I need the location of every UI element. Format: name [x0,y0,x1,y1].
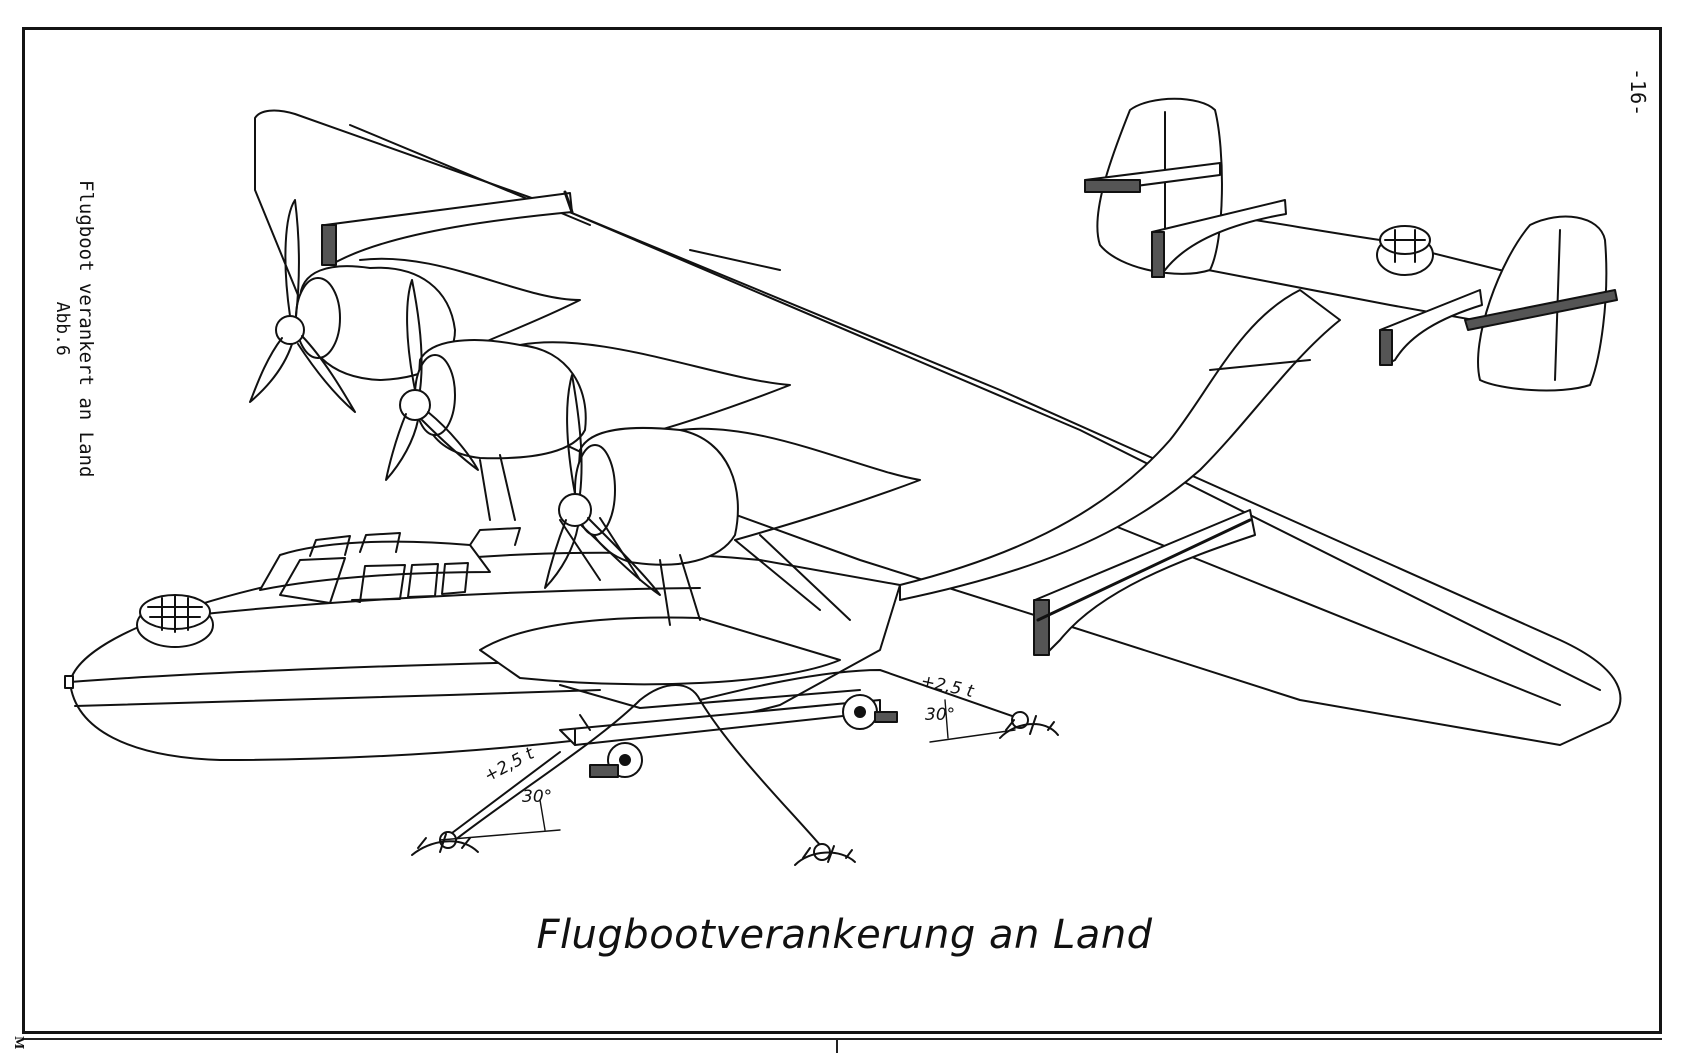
load-label-right: +2,5 t [919,671,977,702]
support-trestle-tail-right [1379,289,1618,366]
rear-fuselage [899,289,1341,601]
drawing-frame [22,27,1662,1034]
mooring-cables [439,669,1019,846]
ground-anchor-left [411,831,479,856]
support-trestle-wing-left [321,190,574,266]
wing-struts [479,454,851,626]
support-trestle-tail-center [1151,199,1287,278]
bottom-rule [22,1038,1662,1040]
bottom-tick [836,1038,838,1053]
support-trestle-wing-right [1033,509,1256,656]
figure-caption: Flugbootverankerung an Land [536,912,1153,958]
beaching-trolley [559,694,898,778]
propeller-outer [249,199,356,413]
angle-guides [439,699,1016,841]
wingtip-float [479,616,861,709]
cockpit [259,527,521,604]
propeller-inner [544,374,661,596]
support-trestle-tail-left [1084,162,1221,193]
angle-label-right: 30° [925,705,955,725]
propeller-middle [385,279,479,481]
ground-anchor-center [794,843,856,866]
tail-turret [1376,225,1434,276]
angle-label-left: 30° [522,787,552,807]
nose-turret [136,594,214,648]
engine-nacelle-inner [574,426,921,566]
ground-anchor-right [999,711,1059,739]
